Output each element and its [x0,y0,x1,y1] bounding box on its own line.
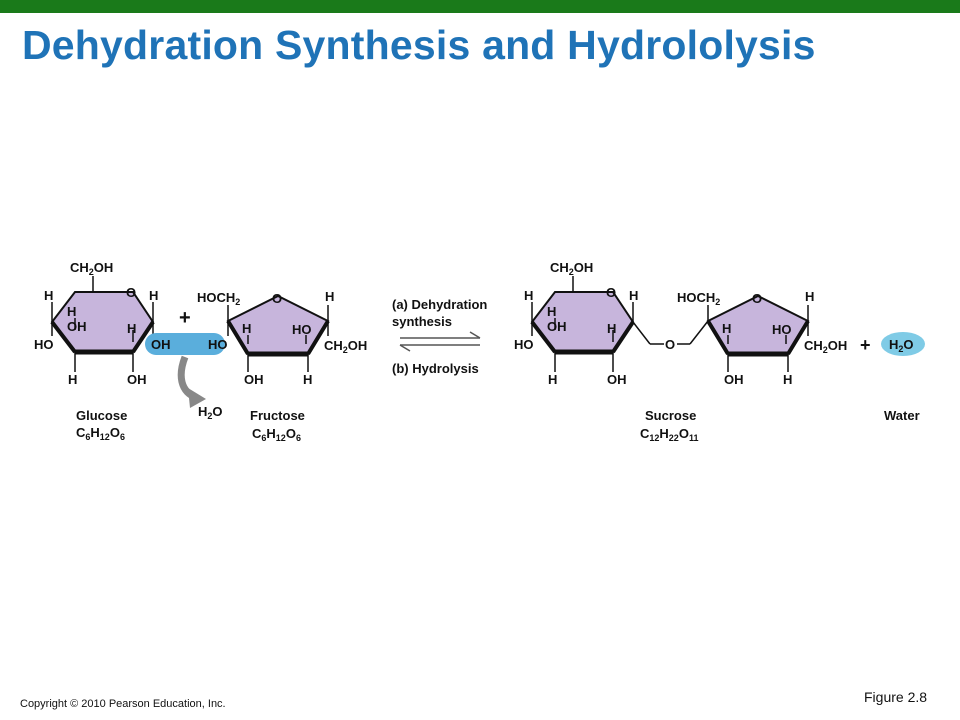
figure-number: Figure 2.8 [864,689,928,705]
svg-text:O: O [752,291,762,306]
svg-text:H: H [242,321,251,336]
svg-text:H: H [524,288,533,303]
svg-text:HO: HO [772,322,792,337]
svg-text:H: H [548,372,557,387]
svg-text:OH: OH [724,372,744,387]
svg-text:HO: HO [208,337,228,352]
plus-sign: + [179,307,191,329]
sucrose-formula: C12H22O11 [640,426,698,443]
svg-text:OH: OH [67,319,87,334]
svg-text:O: O [606,285,616,300]
fructose-formula: C6H12O6 [252,426,301,443]
water-molecule: H2O [881,332,925,356]
water-label: Water [884,408,920,423]
svg-text:HO: HO [34,337,54,352]
sucrose-label: Sucrose [645,408,696,423]
svg-text:H: H [722,321,731,336]
svg-text:OH: OH [547,319,567,334]
svg-text:H: H [629,288,638,303]
plus-sign-product: + [860,335,871,355]
glucose-formula: C6H12O6 [76,425,125,442]
svg-text:OH: OH [151,337,171,352]
svg-text:H: H [783,372,792,387]
reaction-arrows: (a) Dehydration synthesis (b) Hydrolysis [392,297,487,376]
svg-text:H: H [68,372,77,387]
top-bar [0,0,960,13]
svg-text:H: H [44,288,53,303]
water-removed-arrow [177,355,206,408]
glucose-label: Glucose [76,408,127,423]
svg-text:CH2OH: CH2OH [70,260,113,277]
svg-text:CH2OH: CH2OH [804,338,847,355]
glycosidic-oxygen: O [665,337,675,352]
removed-groups-highlight: OH HO [145,333,228,355]
sucrose-molecule: CH2OH O H H H OH H HO H OH O HOCH2 O H H… [514,260,847,443]
svg-text:H: H [149,288,158,303]
svg-text:OH: OH [244,372,264,387]
svg-text:OH: OH [607,372,627,387]
svg-text:H: H [325,289,334,304]
svg-text:H: H [547,304,556,319]
svg-text:H: H [805,289,814,304]
fructose-label: Fructose [250,408,305,423]
svg-text:HO: HO [514,337,534,352]
slide-title: Dehydration Synthesis and Hydrololysis [22,22,816,68]
svg-text:H: H [127,321,136,336]
fructose-molecule: HOCH2 O H H HO CH2OH OH H Fructose C6H12… [197,289,367,443]
svg-text:H: H [607,321,616,336]
svg-text:H: H [303,372,312,387]
svg-text:OH: OH [127,372,147,387]
svg-text:H2O: H2O [889,337,914,354]
copyright-notice: Copyright © 2010 Pearson Education, Inc. [20,698,226,710]
svg-text:HO: HO [292,322,312,337]
svg-text:CH2OH: CH2OH [550,260,593,277]
svg-text:CH2OH: CH2OH [324,338,367,355]
fructose-ring-oxygen: O [272,291,282,306]
svg-text:(a) Dehydration: (a) Dehydration [392,297,487,312]
svg-text:HOCH2: HOCH2 [197,290,240,307]
removed-water-label: H2O [198,404,223,421]
glucose-molecule: CH2OH O H H H OH H HO H OH Glucose C6H12… [34,260,158,442]
glucose-ring-oxygen: O [126,285,136,300]
svg-text:(b) Hydrolysis: (b) Hydrolysis [392,361,479,376]
svg-text:H: H [67,304,76,319]
svg-text:HOCH2: HOCH2 [677,290,720,307]
svg-text:synthesis: synthesis [392,314,452,329]
